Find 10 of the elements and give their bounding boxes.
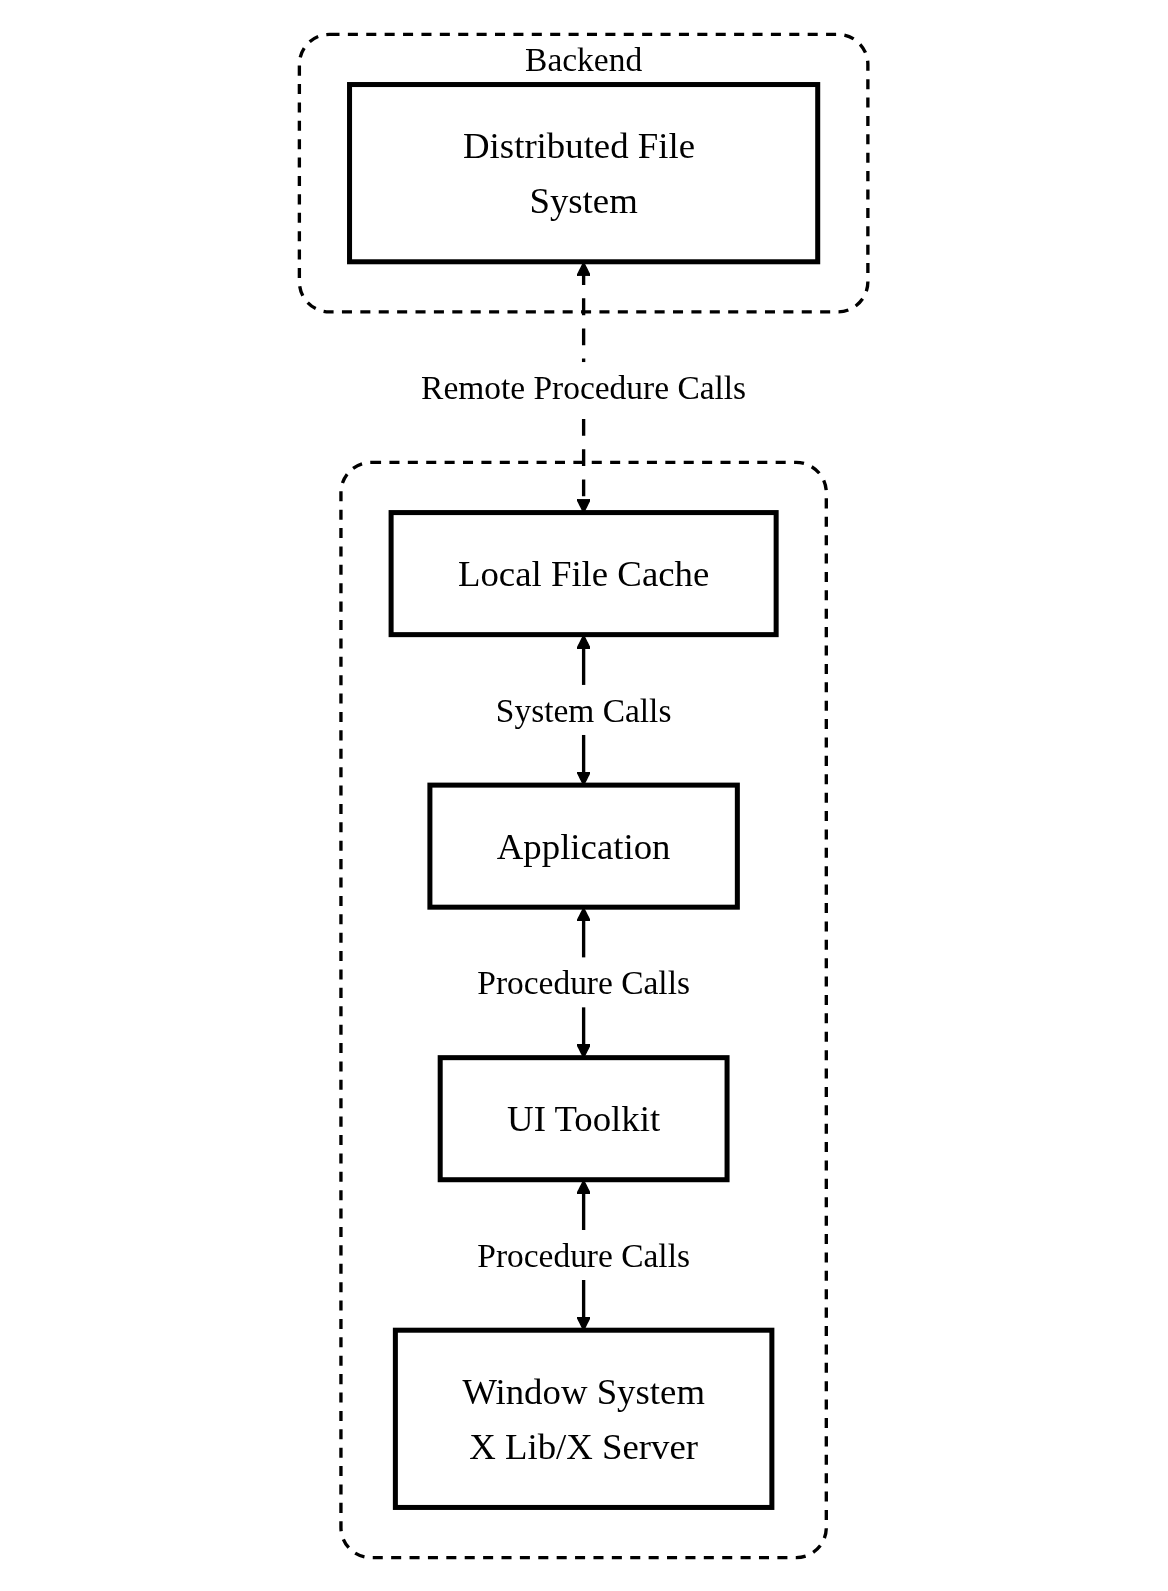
edge-label: Procedure Calls: [477, 963, 691, 1001]
node-box: Local File Cache: [388, 509, 780, 637]
edge-label: Remote Procedure Calls: [421, 368, 747, 406]
cluster: [339, 460, 829, 1559]
node-box: Window System X Lib/X Server: [393, 1327, 775, 1510]
node-box: UI Toolkit: [438, 1054, 730, 1182]
edge-label: System Calls: [496, 690, 672, 728]
node-box: Distributed File System: [347, 81, 821, 264]
edge-label: Procedure Calls: [477, 1236, 691, 1273]
node-box: Application: [427, 782, 741, 910]
